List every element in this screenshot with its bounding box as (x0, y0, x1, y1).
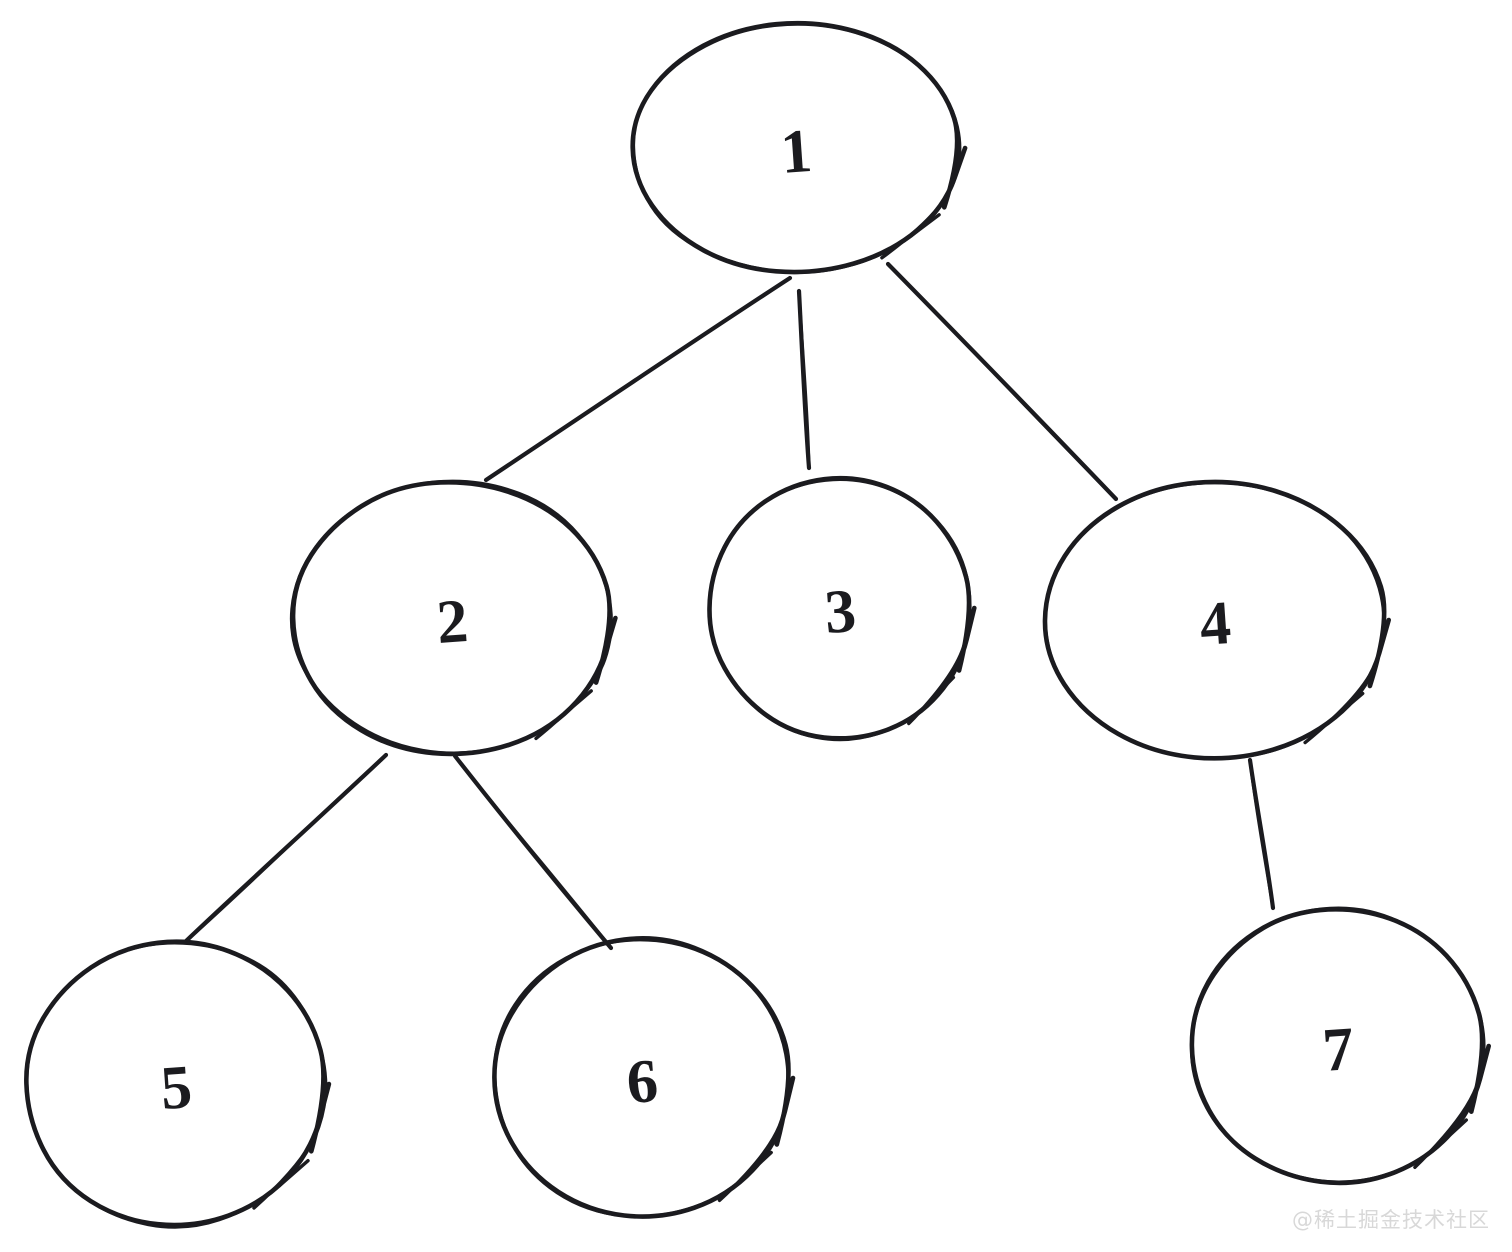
tree-node-1[interactable]: 1 (630, 20, 968, 275)
node-outline (1043, 480, 1386, 761)
node-outline (631, 22, 962, 275)
edge-n2-to-n6 (452, 753, 614, 951)
node-outline (1189, 906, 1486, 1184)
edges-layer (182, 261, 1276, 951)
node-label: 1 (778, 117, 814, 187)
edge-n2-to-n5 (182, 752, 389, 945)
edge-stroke (797, 289, 811, 470)
tree-node-4[interactable]: 4 (1042, 479, 1391, 761)
watermark-text: @稀土掘金技术社区 (1292, 1208, 1490, 1232)
tree-node-7[interactable]: 7 (1189, 906, 1491, 1186)
tree-node-6[interactable]: 6 (492, 936, 796, 1219)
edge-n4-to-n7 (1247, 757, 1276, 911)
edge-stroke (183, 753, 388, 944)
edge-stroke (886, 262, 1118, 501)
node-outline (707, 477, 972, 742)
node-label: 5 (158, 1053, 194, 1123)
edge-stroke (1248, 758, 1275, 910)
node-label: 2 (434, 587, 470, 657)
edge-stroke (484, 276, 792, 482)
nodes-layer: 1 2 3 4 5 6 7 (24, 20, 1491, 1229)
node-label: 3 (822, 577, 858, 647)
tree-node-5[interactable]: 5 (24, 939, 332, 1229)
node-label: 6 (624, 1047, 660, 1117)
edge-n1-to-n4 (885, 261, 1119, 502)
tree-node-3[interactable]: 3 (707, 475, 977, 742)
edge-n1-to-n3 (796, 288, 812, 471)
node-outline (289, 479, 613, 755)
node-outline (493, 938, 790, 1219)
edge-n1-to-n2 (483, 275, 793, 483)
node-label: 7 (1320, 1015, 1356, 1085)
node-outline (25, 941, 328, 1229)
tree-node-2[interactable]: 2 (289, 479, 618, 757)
node-label: 4 (1197, 589, 1233, 659)
edge-stroke (453, 754, 613, 950)
